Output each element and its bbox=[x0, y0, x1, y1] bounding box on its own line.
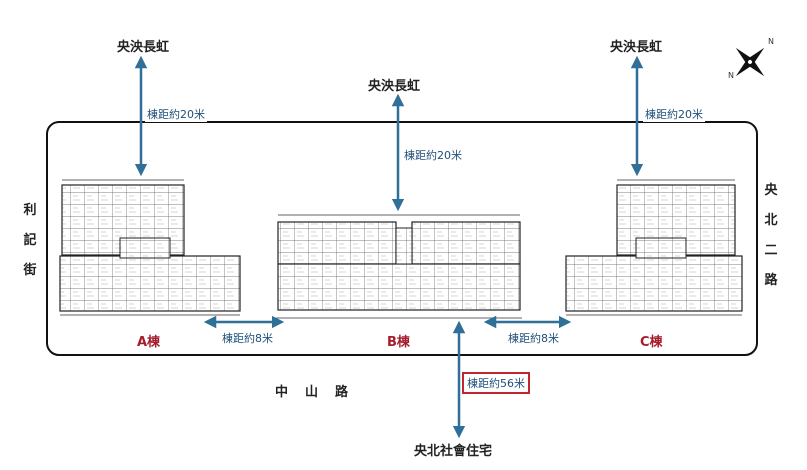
distance-bottom-highlighted: 棟距約56米 bbox=[462, 372, 530, 394]
street-left-vertical: 利 記 街 bbox=[22, 196, 38, 286]
street-left-char-2: 記 bbox=[23, 233, 37, 248]
svg-text:N: N bbox=[768, 37, 774, 46]
distance-top-center: 棟距約20米 bbox=[402, 147, 464, 163]
building-b-label: B棟 bbox=[387, 335, 410, 350]
label-top-left: 央泱長虹 bbox=[117, 40, 170, 55]
svg-text:N: N bbox=[728, 71, 734, 80]
distance-top-right: 棟距約20米 bbox=[643, 106, 705, 122]
street-right-vertical: 央 北 二 路 bbox=[763, 176, 779, 296]
street-left-char-3: 街 bbox=[23, 263, 37, 278]
building-c-floorplan bbox=[565, 179, 743, 316]
label-top-right: 央泱長虹 bbox=[610, 40, 663, 55]
road-bottom-label: 中 山 路 bbox=[275, 385, 351, 400]
label-top-center: 央泱長虹 bbox=[368, 79, 421, 94]
building-b-floorplan bbox=[276, 214, 522, 319]
street-right-char-4: 路 bbox=[764, 273, 778, 288]
distance-bc: 棟距約8米 bbox=[506, 330, 561, 346]
building-c-label: C棟 bbox=[640, 335, 663, 350]
street-left-char-1: 利 bbox=[23, 203, 37, 218]
distance-top-left: 棟距約20米 bbox=[145, 106, 207, 122]
building-a-label: A棟 bbox=[137, 335, 161, 350]
building-a-floorplan bbox=[59, 179, 241, 316]
label-bottom-center: 央北社會住宅 bbox=[414, 444, 493, 459]
distance-ab: 棟距約8米 bbox=[220, 330, 275, 346]
north-compass-icon bbox=[735, 47, 765, 77]
street-right-char-3: 二 bbox=[764, 243, 778, 258]
street-right-char-1: 央 bbox=[764, 183, 778, 198]
street-right-char-2: 北 bbox=[764, 213, 778, 228]
